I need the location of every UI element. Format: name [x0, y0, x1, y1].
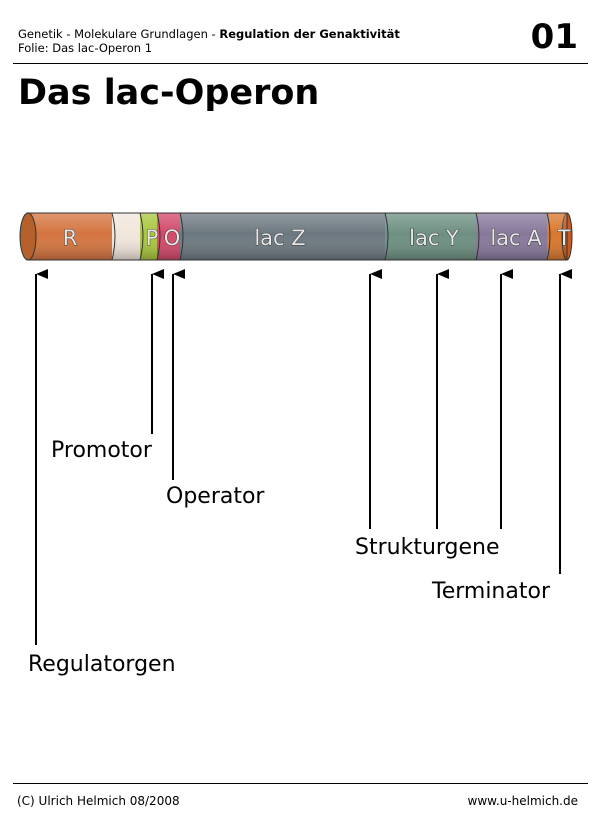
segment-label-T: T: [557, 226, 571, 250]
segment-label-lacA: lac A: [490, 226, 542, 250]
segment-label-P: P: [146, 226, 159, 250]
breadcrumb-path: Genetik - Molekulare Grundlagen -: [18, 27, 220, 41]
label-strukturgene: Strukturgene: [355, 535, 500, 560]
copyright: (C) Ulrich Helmich 08/2008: [17, 794, 180, 808]
segment-label-O: O: [164, 226, 181, 250]
label-operator: Operator: [166, 484, 265, 509]
slide-number: 01: [530, 17, 578, 57]
breadcrumb-topic: Regulation der Genaktivität: [219, 27, 400, 41]
segment-label-lacY: lac Y: [409, 226, 459, 250]
label-regulatorgen: Regulatorgen: [28, 652, 176, 677]
breadcrumb: Genetik - Molekulare Grundlagen - Regula…: [18, 27, 400, 41]
website-link[interactable]: www.u-helmich.de: [467, 794, 578, 808]
page-title: Das lac-Operon: [18, 73, 320, 113]
header-divider: [13, 63, 588, 64]
dna-strand: [19, 212, 573, 261]
dna-end-cap: [19, 212, 37, 261]
label-terminator: Terminator: [431, 579, 551, 604]
segment-label-lacZ: lac Z: [254, 226, 305, 250]
segment-label-R: R: [63, 226, 78, 250]
label-promotor: Promotor: [51, 438, 153, 463]
slide-label: Folie: Das lac-Operon 1: [18, 41, 153, 55]
footer-divider: [13, 783, 588, 784]
segment-dividers: [111, 212, 551, 261]
